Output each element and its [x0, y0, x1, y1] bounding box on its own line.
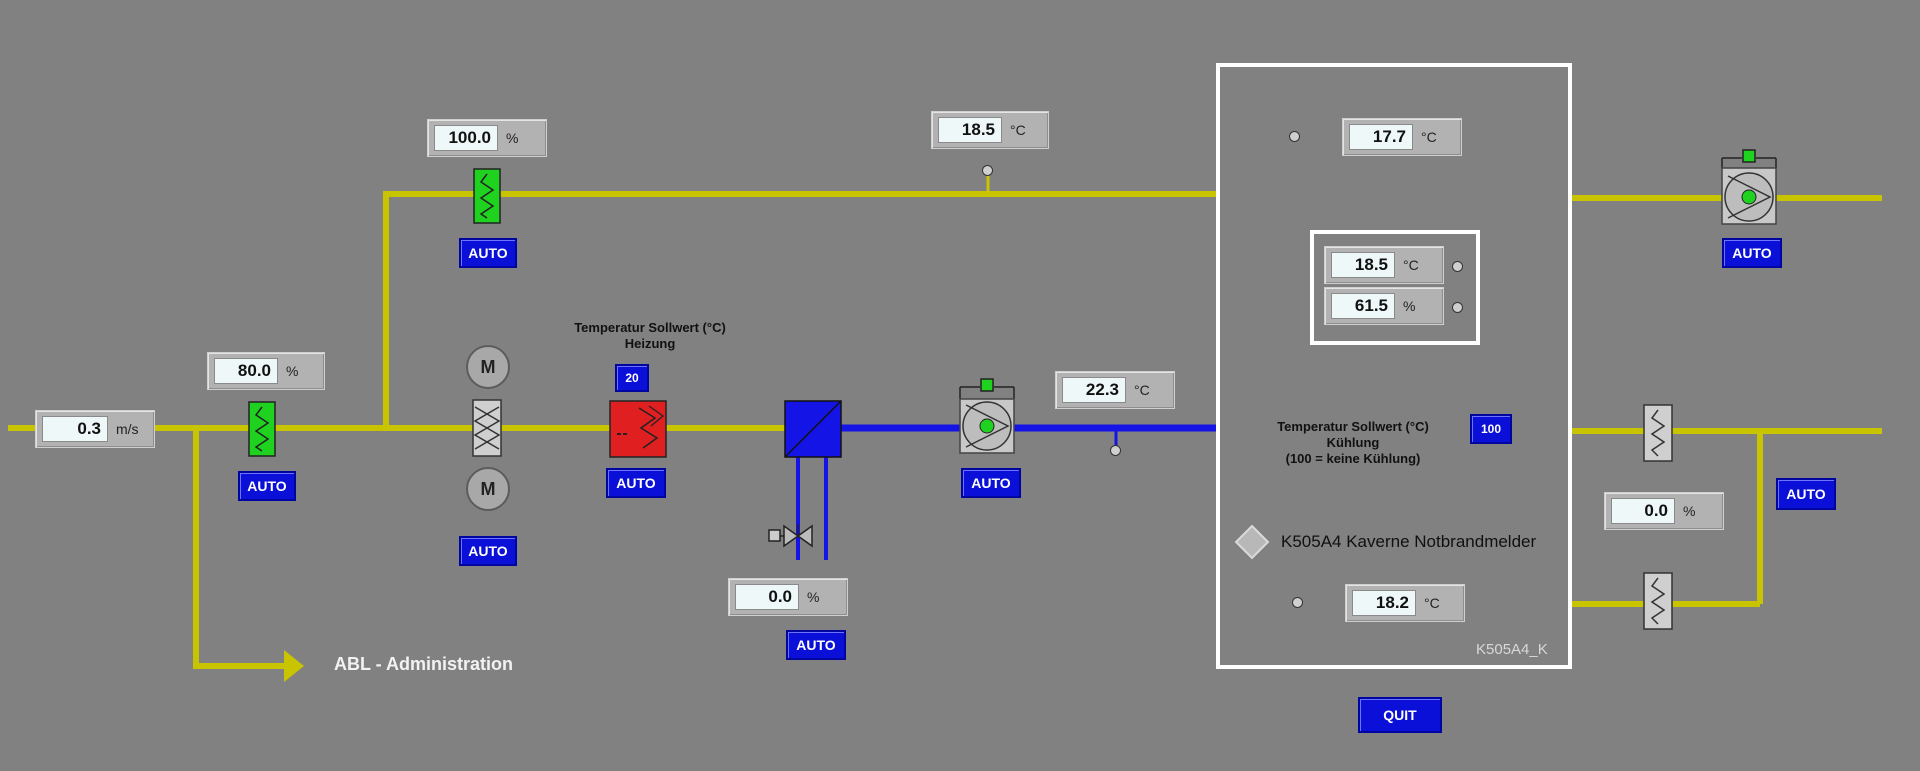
damper-top-unit: %: [506, 130, 519, 146]
room-temp-sensor-icon: [1452, 261, 1463, 272]
room-conditions-box: [1310, 230, 1480, 345]
air-ducts: [8, 174, 1882, 669]
heater-coil-icon[interactable]: [609, 400, 667, 458]
damper-right-readout: 0.0 %: [1604, 492, 1724, 530]
damper-left-unit: %: [286, 363, 299, 379]
damper-right-bottom-icon[interactable]: [1643, 572, 1673, 630]
panel-id-label: K505A4_K: [1476, 641, 1548, 658]
panel-humidity-readout: 61.5 %: [1324, 287, 1444, 325]
branch-label: ABL - Administration: [334, 654, 513, 674]
temp-supply-unit: °C: [1134, 382, 1150, 398]
temp-supply-value: 22.3: [1062, 377, 1126, 403]
valve-unit: %: [807, 589, 820, 605]
cooling-title-line3: (100 = keine Kühlung): [1285, 451, 1421, 466]
heating-title-line1: Temperatur Sollwert (°C): [574, 320, 726, 335]
cavern-panel: [1216, 63, 1572, 669]
panel-temp-room-value: 18.5: [1331, 252, 1395, 278]
damper-right-top-icon[interactable]: [1643, 404, 1673, 462]
supply-fan-icon[interactable]: [958, 375, 1018, 457]
quit-button[interactable]: QUIT: [1358, 697, 1442, 733]
temp-supply-sensor-icon: [1110, 445, 1121, 456]
panel-sensor-2-icon: [1292, 597, 1303, 608]
supply-fan-auto-button[interactable]: AUTO: [961, 468, 1021, 498]
heating-title-line2: Heizung: [624, 336, 676, 351]
damper-top-value: 100.0: [434, 125, 498, 151]
temp-top-unit: °C: [1010, 122, 1026, 138]
exhaust-fan-icon[interactable]: [1720, 148, 1780, 230]
temp-top-sensor-icon: [982, 165, 993, 176]
humidity-sensor-icon: [1452, 302, 1463, 313]
temp-top-readout: 18.5 °C: [931, 111, 1049, 149]
damper-right-unit: %: [1683, 503, 1696, 519]
panel-temp-2-value: 18.2: [1352, 590, 1416, 616]
valve-readout: 0.0 %: [728, 578, 848, 616]
panel-humidity-value: 61.5: [1331, 293, 1395, 319]
valve-auto-button[interactable]: AUTO: [786, 630, 846, 660]
fire-alarm-label: K505A4 Kaverne Notbrandmelder: [1281, 532, 1537, 551]
cooling-title: Temperatur Sollwert (°C) Kühlung (100 = …: [1248, 419, 1458, 467]
damper-left-value: 80.0: [214, 358, 278, 384]
airflow-value: 0.3: [42, 416, 108, 442]
damper-left-auto-button[interactable]: AUTO: [238, 471, 296, 501]
exhaust-fan-auto-button[interactable]: AUTO: [1722, 238, 1782, 268]
heater-auto-button[interactable]: AUTO: [606, 468, 666, 498]
fire-alarm-diamond-icon: [1234, 524, 1270, 560]
motor-top-icon[interactable]: M: [466, 345, 510, 389]
damper-right-auto-button[interactable]: AUTO: [1776, 478, 1836, 510]
damper-left-icon[interactable]: [248, 401, 276, 457]
temp-supply-readout: 22.3 °C: [1055, 371, 1175, 409]
panel-temp-2-unit: °C: [1424, 595, 1440, 611]
panel-temp-1-value: 17.7: [1349, 124, 1413, 150]
heating-title: Temperatur Sollwert (°C) Heizung: [555, 320, 745, 352]
damper-right-value: 0.0: [1611, 498, 1675, 524]
cooling-title-line1: Temperatur Sollwert (°C): [1277, 419, 1429, 434]
damper-top-readout: 100.0 %: [427, 119, 547, 157]
water-lines: [796, 424, 1218, 560]
valve-value: 0.0: [735, 584, 799, 610]
panel-humidity-unit: %: [1403, 298, 1416, 314]
damper-top-icon[interactable]: [473, 168, 501, 224]
panel-temp-2-readout: 18.2 °C: [1345, 584, 1465, 622]
heating-setpoint-button[interactable]: 20: [615, 364, 649, 392]
motor-bottom-icon[interactable]: M: [466, 467, 510, 511]
cooling-title-line2: Kühlung: [1326, 435, 1380, 450]
panel-temp-room-unit: °C: [1403, 257, 1419, 273]
damper-top-auto-button[interactable]: AUTO: [459, 238, 517, 268]
panel-sensor-1-icon: [1289, 131, 1300, 142]
filter-icon: [472, 399, 502, 457]
cooling-valve-icon[interactable]: [768, 524, 813, 548]
panel-temp-1-unit: °C: [1421, 129, 1437, 145]
cooling-setpoint-button[interactable]: 100: [1470, 414, 1512, 444]
temp-top-value: 18.5: [938, 117, 1002, 143]
panel-temp-1-readout: 17.7 °C: [1342, 118, 1462, 156]
airflow-unit: m/s: [116, 421, 139, 437]
panel-temp-room-readout: 18.5 °C: [1324, 246, 1444, 284]
branch-arrow-icon: [284, 650, 304, 682]
filter-auto-button[interactable]: AUTO: [459, 536, 517, 566]
damper-left-readout: 80.0 %: [207, 352, 325, 390]
cooling-coil-icon[interactable]: [784, 400, 842, 458]
airflow-readout: 0.3 m/s: [35, 410, 155, 448]
